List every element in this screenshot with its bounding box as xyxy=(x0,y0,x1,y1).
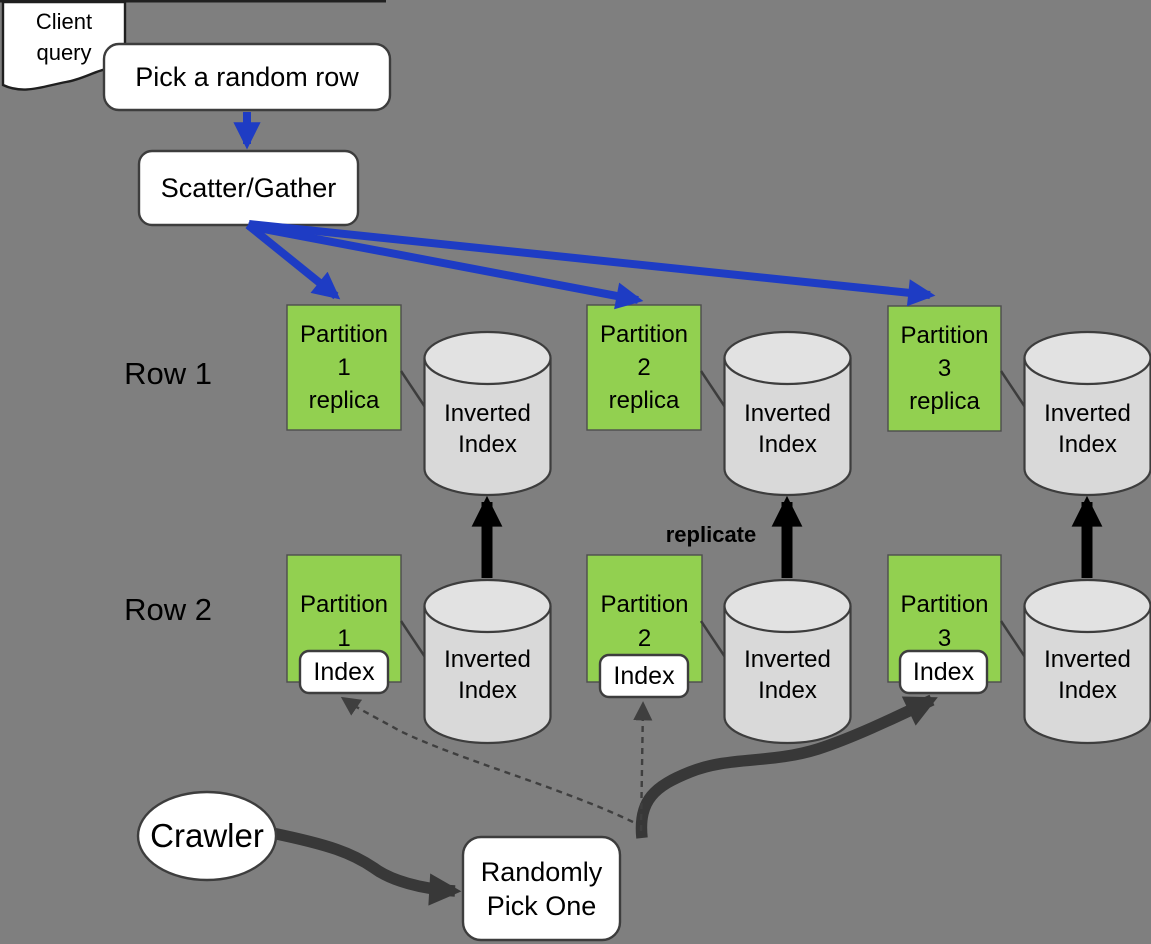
picker-to-index3-arrow xyxy=(635,694,938,839)
top-edge-line xyxy=(0,0,386,3)
index-box-row2-3 xyxy=(898,649,989,695)
scatter-gather-box xyxy=(137,149,360,227)
crawler-flow-arrows xyxy=(270,694,938,906)
database-cylinder-top xyxy=(723,578,852,634)
partition-row1-3-box xyxy=(887,305,1002,432)
cylinder-row2-2 xyxy=(723,578,852,745)
picker-dashed-arrows xyxy=(340,696,653,832)
replicate-arrows xyxy=(471,495,1103,578)
white-shapes xyxy=(1,0,989,942)
cylinder-row2-3 xyxy=(1023,578,1151,745)
database-cylinder-top xyxy=(1023,578,1151,634)
picker-to-index1-dashed-arrow xyxy=(340,696,634,824)
cylinder-row1-3 xyxy=(1023,330,1151,497)
database-cylinder-top xyxy=(423,578,552,634)
database-cylinder-top xyxy=(723,330,852,386)
query-arrows xyxy=(233,112,936,310)
pick-random-row-box xyxy=(102,42,392,112)
randomly-pick-one-box xyxy=(461,835,622,942)
scatter-to-partition3-arrow xyxy=(248,220,936,307)
index-box-row2-1 xyxy=(298,649,390,695)
cylinder-row1-2 xyxy=(723,330,852,497)
crawler-to-picker-arrow xyxy=(270,827,462,906)
crawler-ellipse xyxy=(136,790,278,882)
partition-boxes xyxy=(286,304,1002,683)
database-cylinder-top xyxy=(423,330,552,386)
partition-row1-2-box xyxy=(586,304,702,431)
database-cylinder-top xyxy=(1023,330,1151,386)
cylinder-row2-1 xyxy=(423,578,552,745)
scatter-to-partition1-arrow xyxy=(245,221,341,300)
scatter-to-partition2-arrow xyxy=(247,222,644,310)
cylinder-row1-1 xyxy=(423,330,552,497)
inverted-index-cylinders xyxy=(423,330,1151,745)
index-box-row2-2 xyxy=(598,653,690,699)
partition-row1-1-box xyxy=(286,304,402,431)
